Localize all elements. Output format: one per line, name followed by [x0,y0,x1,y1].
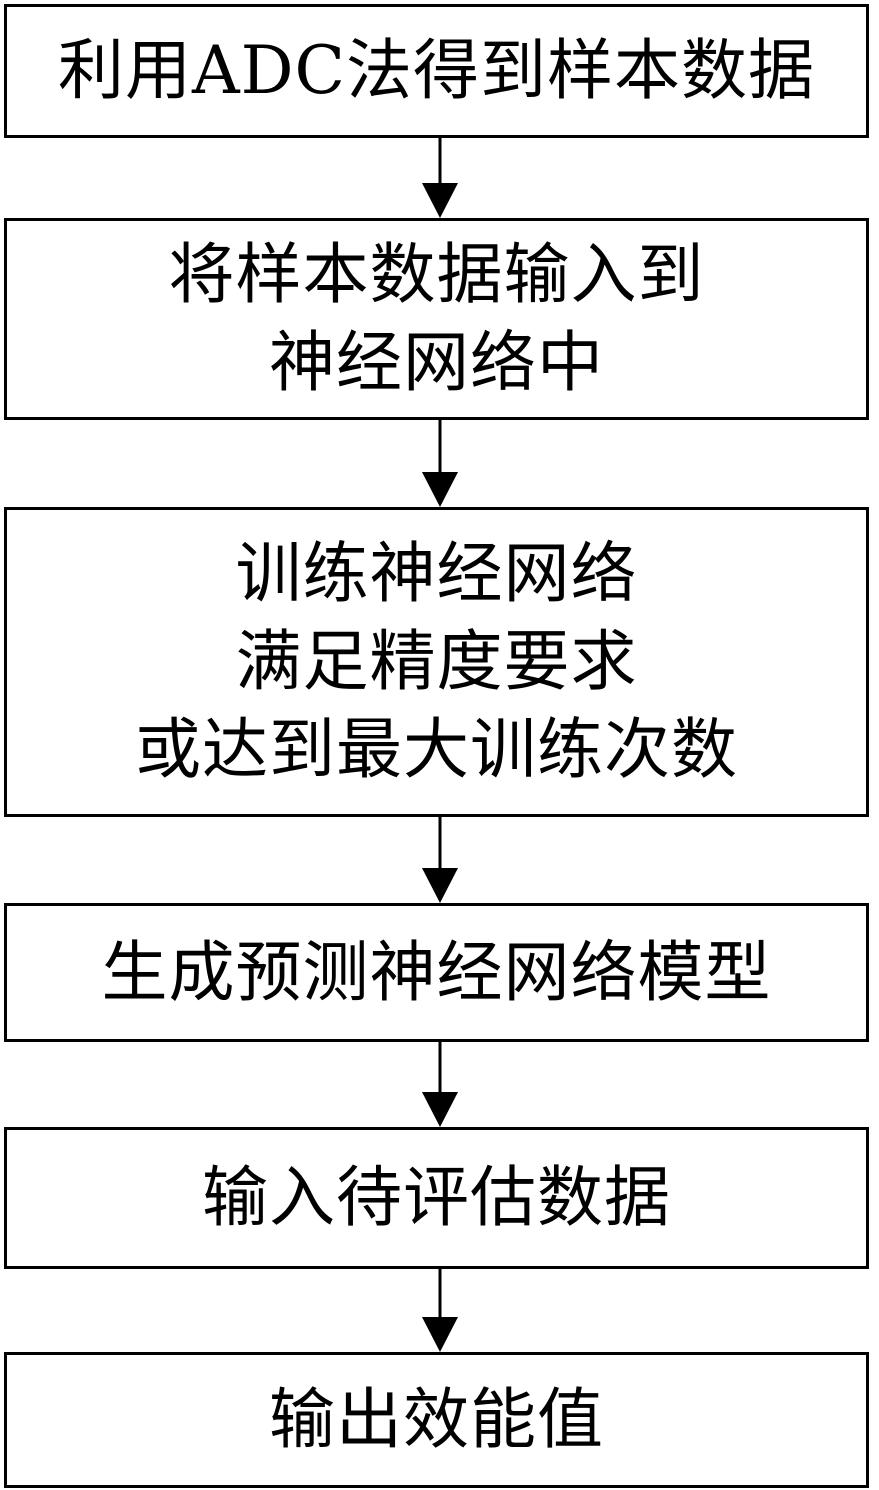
step-2-box: 将样本数据输入到 神经网络中 [4,218,869,420]
step-2-text-line-2: 神经网络中 [269,324,604,401]
step-4-box: 生成预测神经网络模型 [4,903,869,1042]
step-4-text: 生成预测神经网络模型 [101,933,772,1011]
arrow-2-to-3 [422,420,458,507]
arrow-5-to-6 [422,1269,458,1352]
arrow-1-to-2 [422,138,458,218]
step-1-text: 利用ADC法得到样本数据 [57,32,816,109]
step-6-text: 输出效能值 [269,1381,604,1458]
step-2-text-line-1: 将样本数据输入到 [168,236,705,313]
step-3-box: 训练神经网络 满足精度要求 或达到最大训练次数 [4,507,869,817]
step-5-text: 输入待评估数据 [202,1159,671,1236]
arrow-4-to-5 [422,1042,458,1127]
step-3-text-line-1: 训练神经网络 [235,535,638,612]
step-5-box: 输入待评估数据 [4,1127,869,1269]
arrow-3-to-4 [422,817,458,903]
step-3-text-line-3: 或达到最大训练次数 [135,711,738,788]
step-3-text-line-2: 满足精度要求 [235,623,638,700]
step-6-box: 输出效能值 [4,1352,869,1488]
step-1-box: 利用ADC法得到样本数据 [4,4,869,138]
